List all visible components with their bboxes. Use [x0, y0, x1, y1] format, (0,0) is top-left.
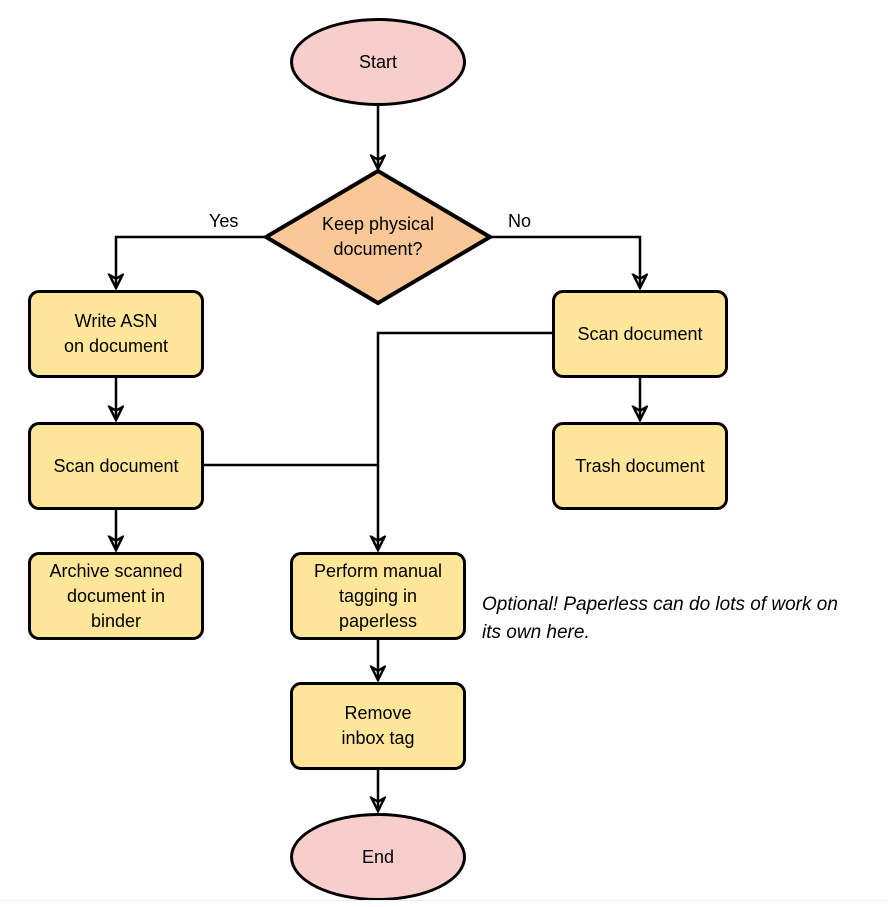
annotation-optional-note: Optional! Paperless can do lots of work …	[482, 591, 838, 647]
node-write-asn: Write ASN on document	[28, 290, 204, 378]
edge-label-no: No	[508, 211, 532, 231]
node-label-line: document?	[333, 239, 423, 259]
edge-decision-no-to-scan-right	[490, 235, 640, 288]
node-scan-document-right: Scan document	[552, 290, 728, 378]
node-label-line: Remove	[344, 703, 412, 723]
node-label-line: Perform manual	[313, 560, 443, 581]
edge-decision-yes-to-write-asn	[116, 235, 266, 288]
node-label-line: on document	[63, 336, 169, 356]
node-remove-inbox-tag: Remove inbox tag	[290, 682, 466, 770]
node-end: End	[290, 813, 466, 901]
node-label-line: document in	[66, 585, 166, 606]
node-label-line: Start	[358, 51, 397, 72]
node-label-line: Write ASN	[74, 311, 158, 331]
edge-label-yes: Yes	[209, 211, 239, 231]
node-label-line: Scan document	[577, 323, 703, 344]
node-label-line: inbox tag	[341, 728, 415, 748]
node-archive-in-binder: Archive scanned document in binder	[28, 552, 204, 640]
node-manual-tagging: Perform manual tagging in paperless	[290, 552, 466, 640]
node-start: Start	[290, 18, 466, 106]
annotation-line: Optional! Paperless can do lots of work …	[482, 594, 838, 615]
node-label-line: Archive scanned	[49, 560, 183, 581]
node-trash-document: Trash document	[552, 422, 728, 510]
node-label-line: binder	[90, 610, 142, 631]
node-decision-label: Keep physical document?	[266, 171, 490, 303]
node-label-line: Trash document	[575, 455, 705, 476]
decision-diamond	[262, 168, 494, 306]
node-label-line: paperless	[338, 610, 418, 631]
edge-scan-right-to-tagging	[378, 331, 552, 550]
node-label-line: tagging in	[338, 585, 418, 606]
node-scan-document-left: Scan document	[28, 422, 204, 510]
node-label-line: Scan document	[53, 455, 179, 476]
annotation-line: its own here.	[482, 622, 590, 643]
bottom-hairline	[0, 900, 888, 901]
node-label-line: End	[361, 846, 395, 867]
node-label-line: Keep physical	[321, 214, 435, 234]
